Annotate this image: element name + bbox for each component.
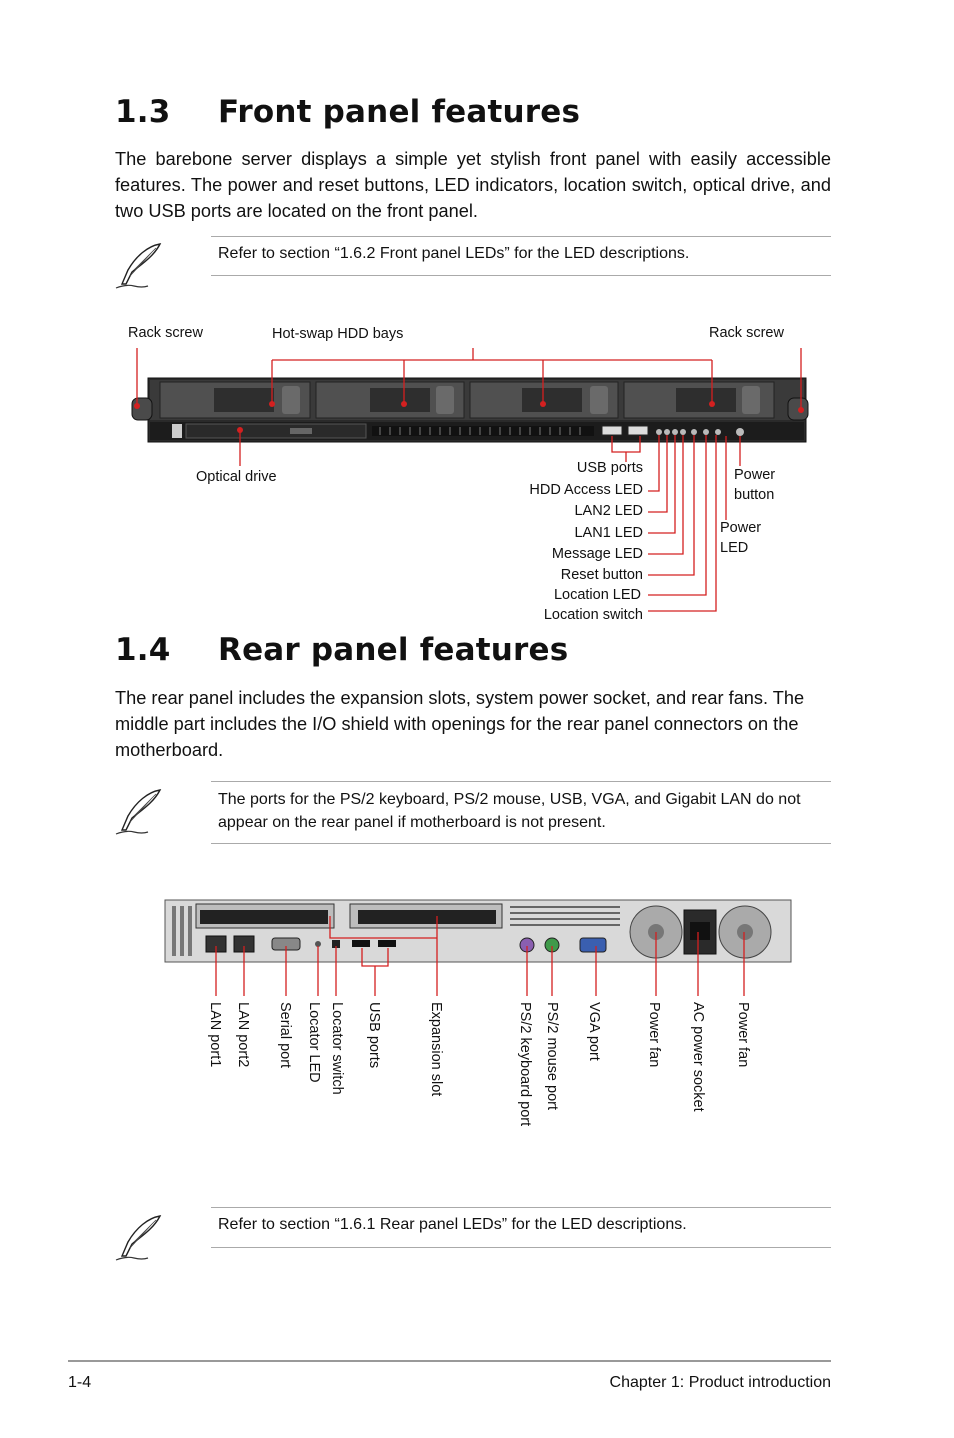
note-divider (211, 1247, 831, 1248)
label-lan2-led: LAN2 LED (574, 503, 643, 519)
front-panel-diagram (131, 348, 809, 612)
footer-page-number: 1-4 (68, 1374, 92, 1391)
front-note-text: Refer to section “1.6.2 Front panel LEDs… (218, 245, 690, 262)
section-heading-front: 1.3 Front panel features (115, 94, 580, 130)
note-divider (211, 236, 831, 237)
label-lan-port1: LAN port1 (207, 1002, 223, 1068)
label-locator-led: Locator LED (306, 1002, 322, 1083)
note-pen-icon (115, 789, 162, 835)
label-ac-power-socket: AC power socket (690, 1002, 706, 1112)
label-locator-switch: Locator switch (329, 1002, 345, 1095)
optical-drive-tray (185, 423, 367, 439)
section-number: 1.4 (115, 632, 171, 668)
label-reset-button: Reset button (560, 567, 643, 583)
front-usb-port-2 (627, 425, 649, 436)
note-divider (211, 275, 831, 276)
section-number: 1.3 (115, 94, 171, 130)
label-hdd-access-led: HDD Access LED (529, 482, 643, 498)
rear-panel-diagram (164, 899, 792, 996)
label-serial-port: Serial port (277, 1002, 293, 1069)
rear-intro-paragraph: The rear panel includes the expansion sl… (115, 688, 805, 760)
note-pen-icon (115, 243, 162, 289)
note-divider (211, 781, 831, 782)
label-usb-ports-rear: USB ports (366, 1002, 382, 1069)
note-divider (211, 843, 831, 844)
label-rack-screw-left: Rack screw (128, 325, 203, 341)
label-ps2-keyboard-port: PS/2 keyboard port (517, 1002, 533, 1127)
front-intro-paragraph: The barebone server displays a simple ye… (115, 149, 831, 221)
rear-led-note-text: Refer to section “1.6.1 Rear panel LEDs”… (218, 1216, 687, 1233)
rear-vga-port (579, 937, 607, 953)
label-ps2-mouse-port: PS/2 mouse port (544, 1002, 560, 1110)
label-power-led: Power LED (720, 520, 762, 556)
label-lan-port2: LAN port2 (235, 1002, 251, 1068)
label-hot-swap-hdd-bays: Hot-swap HDD bays (272, 326, 404, 342)
label-location-switch: Location switch (543, 607, 643, 623)
note-divider (211, 1207, 831, 1208)
label-power-button: Power button (734, 467, 776, 503)
label-rack-screw-right: Rack screw (709, 325, 784, 341)
note-pen-icon (115, 1215, 162, 1261)
label-vga-port: VGA port (586, 1002, 602, 1061)
label-expansion-slot: Expansion slot (428, 1002, 444, 1097)
label-optical-drive: Optical drive (196, 469, 277, 485)
section-title: Rear panel features (218, 632, 569, 668)
front-usb-port-1 (601, 425, 623, 436)
section-title: Front panel features (218, 94, 581, 130)
footer-chapter: Chapter 1: Product introduction (609, 1374, 831, 1391)
rear-usb-port-2 (378, 940, 396, 947)
section-heading-rear: 1.4 Rear panel features (115, 632, 568, 668)
label-usb-ports-front: USB ports (576, 460, 643, 476)
footer-divider (68, 1360, 831, 1362)
label-power-fan-2: Power fan (735, 1002, 751, 1068)
label-lan1-led: LAN1 LED (574, 525, 643, 541)
rear-note-text: The ports for the PS/2 keyboard, PS/2 mo… (218, 791, 801, 831)
label-message-led: Message LED (551, 546, 643, 562)
label-power-fan-1: Power fan (646, 1002, 662, 1068)
rear-usb-port-1 (352, 940, 370, 947)
rack-ear-right (787, 397, 809, 421)
label-location-led: Location LED (553, 587, 641, 603)
